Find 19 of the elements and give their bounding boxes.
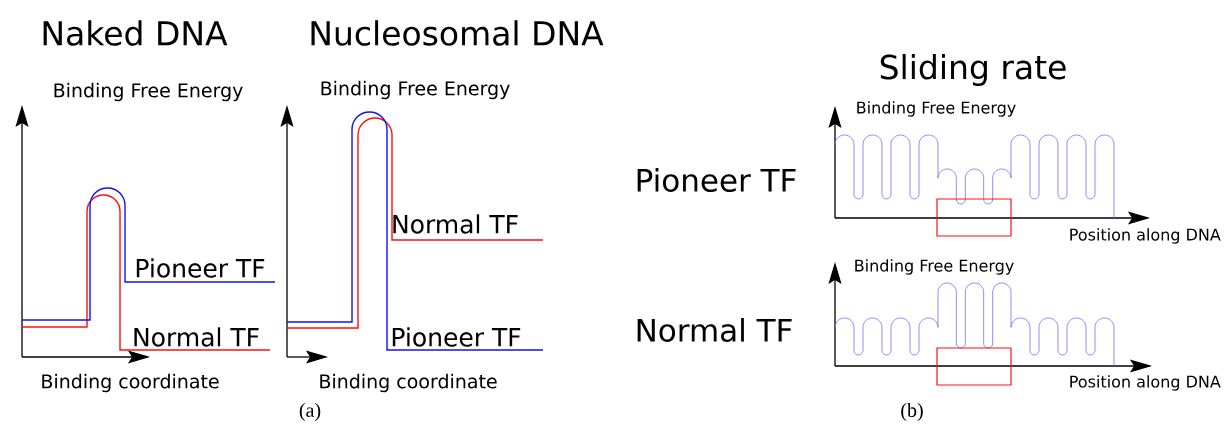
axis-label: Binding Free Energy [855,259,1014,275]
curve-label: Normal TF [393,214,518,234]
curve-label: Pioneer TF [136,258,265,278]
axis-label: Binding Free Energy [857,101,1016,117]
panel-title: Naked DNA [43,20,228,46]
panel-title: Nucleosomal DNA [311,20,604,46]
row-label: Pioneer TF [637,168,796,192]
axis-label: Binding Free Energy [321,80,510,100]
curve-label: Normal TF [134,327,259,347]
axis-label: Binding Free Energy [54,82,243,102]
axis-label: Binding coordinate [42,373,219,393]
panel-letter: (b) [901,402,923,422]
curve-label: Pioneer TF [392,327,521,347]
axis-label: Position along DNA [1070,228,1221,244]
axis-label: Binding coordinate [320,373,497,393]
row-label: Normal TF [637,318,792,342]
axis-label: Position along DNA [1070,375,1221,391]
panel-title: Sliding rate [880,54,1066,86]
panel-letter: (a) [299,402,321,422]
